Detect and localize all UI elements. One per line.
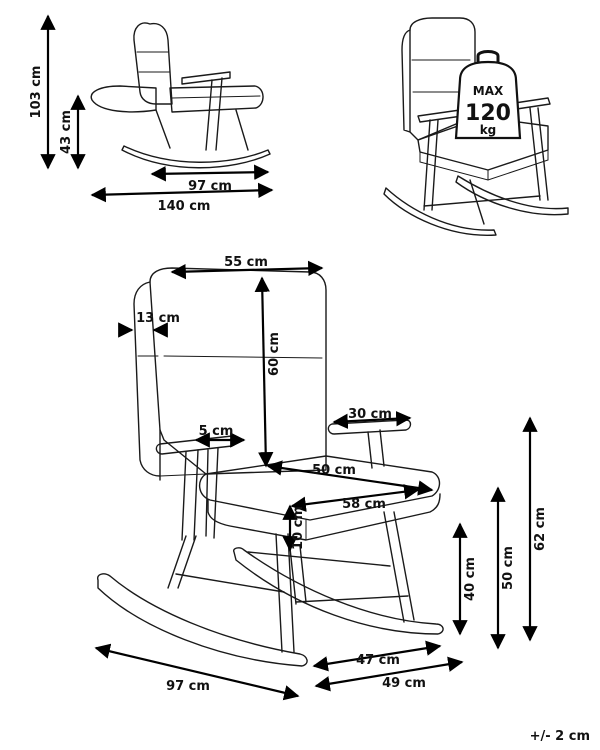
label-length: 97 cm	[166, 679, 210, 694]
label-seat-width: 50 cm	[312, 463, 356, 478]
dim-back-width	[170, 260, 324, 280]
label-depth-outer: 49 cm	[382, 676, 426, 691]
dim-depth-outer	[314, 656, 464, 692]
dim-seat-depth	[290, 484, 420, 512]
label-seat-height-side: 43 cm	[59, 110, 74, 154]
label-armrest-length: 30 cm	[348, 407, 392, 422]
badge-weight-value: 120	[465, 101, 511, 126]
label-cushion-thickness: 10 cm	[291, 506, 306, 550]
label-depth-total-side: 140 cm	[158, 199, 211, 214]
label-height-total: 103 cm	[29, 66, 44, 119]
label-armrest-width: 5 cm	[199, 424, 234, 439]
label-armrest-height: 50 cm	[501, 546, 516, 590]
badge-max-label: MAX	[473, 84, 504, 98]
side-view-chair	[90, 22, 271, 169]
label-depth-inner: 47 cm	[356, 653, 400, 668]
badge-unit: kg	[480, 123, 497, 137]
dim-depth-total-side	[90, 182, 274, 203]
max-load-badge: MAX 120 kg	[454, 50, 522, 140]
label-back-height: 60 cm	[267, 332, 282, 376]
dim-length	[94, 643, 300, 701]
label-seat-depth: 58 cm	[342, 497, 386, 512]
label-back-width: 55 cm	[224, 255, 268, 270]
dim-back-height	[254, 276, 274, 468]
dim-armrest-length	[332, 411, 412, 429]
label-seat-height-main: 40 cm	[463, 557, 478, 601]
label-back-thickness: 13 cm	[136, 311, 180, 326]
label-overall-arm-height: 62 cm	[533, 507, 548, 551]
tolerance-note: +/- 2 cm	[530, 729, 590, 744]
dim-depth-seat-side	[150, 164, 270, 182]
